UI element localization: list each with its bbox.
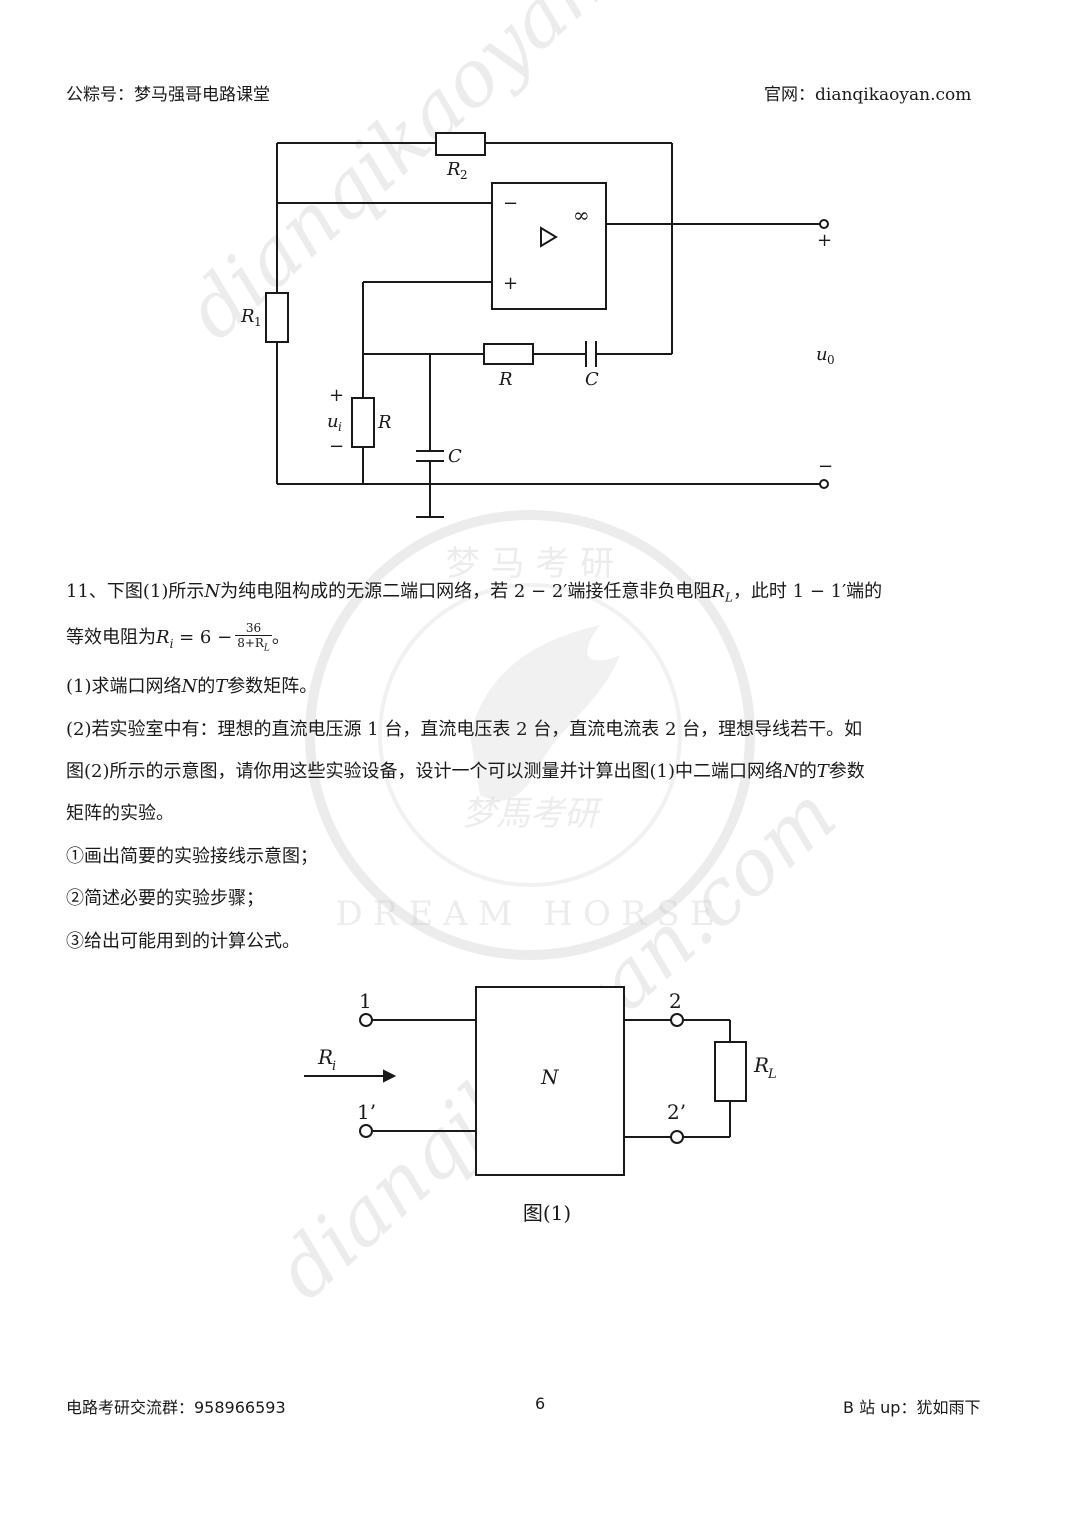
math-N: N	[204, 581, 221, 602]
header-right: 官网：dianqikaoyan.com	[764, 85, 972, 105]
question-2-line-3: 矩阵的实验。	[66, 803, 174, 824]
seal-ring-text: DREAM HORSE	[335, 894, 724, 934]
opamp-infinity: ∞	[573, 203, 590, 227]
fraction-denominator: 8+RL	[235, 636, 272, 655]
math-T: T	[215, 676, 228, 697]
c-ground-label: C	[448, 446, 462, 467]
math-sub: L	[263, 643, 270, 654]
text-segment: 的	[197, 676, 216, 697]
port-1p-label: 1’	[357, 1100, 376, 1124]
step-1: ①画出简要的实验接线示意图；	[66, 846, 318, 867]
network-N-label: N	[540, 1065, 560, 1089]
text-segment: 8+R	[237, 636, 264, 650]
question-2-line-1: (2)若实验室中有：理想的直流电压源 1 台，直流电压表 2 台，直流电流表 2…	[66, 719, 863, 740]
seal-center-text: 梦馬考研	[462, 794, 603, 834]
page-number: 6	[535, 1394, 546, 1413]
uo-minus: −	[818, 456, 833, 477]
text-segment: 的	[798, 761, 817, 782]
opamp-minus: −	[503, 193, 518, 214]
ri-label: R	[317, 1045, 333, 1069]
r1-label: R	[240, 306, 255, 327]
text-segment: (1)求端口网络	[66, 676, 182, 697]
text-segment: 参数	[828, 761, 865, 782]
footer-left: 电路考研交流群：958966593	[66, 1398, 286, 1417]
seal-top-text: 梦 马 考 研	[446, 544, 614, 584]
question-2-line-2: 图(2)所示的示意图，请你用这些实验设备，设计一个可以测量并计算出图(1)中二端…	[66, 759, 865, 785]
math-T: T	[816, 761, 829, 782]
header-left: 公粽号：梦马强哥电路课堂	[66, 85, 270, 105]
text-segment: ，此时 1 − 1′端的	[732, 581, 883, 602]
ui-plus: +	[329, 385, 344, 406]
math-sub: i	[169, 636, 174, 651]
rl-sub: L	[767, 1067, 777, 1082]
r2-sub: 2	[460, 168, 468, 182]
opamp-plus: +	[503, 273, 518, 294]
ri-sub: i	[332, 1059, 336, 1074]
text-segment: 11、下图(1)所示	[66, 581, 205, 602]
step-3: ③给出可能用到的计算公式。	[66, 931, 300, 952]
footer-right: B 站 up：犹如雨下	[843, 1398, 981, 1417]
figure-1-caption: 图(1)	[523, 1201, 571, 1225]
text-segment: 参数矩阵。	[227, 676, 318, 697]
math-N: N	[181, 676, 198, 697]
fraction-numerator: 36	[235, 621, 272, 636]
uo-label: u	[816, 344, 828, 365]
math-R: R	[156, 627, 170, 649]
text-segment: 。	[271, 627, 290, 649]
r1-sub: 1	[254, 315, 262, 329]
text-segment: 等效电阻为	[66, 627, 156, 649]
uo-sub: 0	[827, 353, 835, 367]
port-1-label: 1	[359, 989, 372, 1013]
figure-1-two-port: 1 1’ 2 2’ N R i R L 图(1)	[304, 986, 777, 1225]
c-feedback-label: C	[585, 369, 599, 390]
step-2: ②简述必要的实验步骤；	[66, 888, 264, 909]
text-segment: 图(2)所示的示意图，请你用这些实验设备，设计一个可以测量并计算出图(1)中二端…	[66, 761, 783, 782]
circuit-diagram-opamp: R 2 R 1 − + ∞ R C R C + u i − + u 0 −	[240, 132, 835, 518]
ui-minus: −	[329, 436, 344, 457]
text-segment: = 6 −	[173, 627, 233, 649]
math-sub: L	[724, 590, 733, 605]
r-input-label: R	[377, 412, 392, 433]
math-R: R	[711, 581, 725, 602]
problem-line-1: 11、下图(1)所示N为纯电阻构成的无源二端口网络，若 2 − 2′端接任意非负…	[66, 579, 882, 611]
text-segment: 为纯电阻构成的无源二端口网络，若 2 − 2′端接任意非负电阻	[220, 581, 712, 602]
question-1: (1)求端口网络N的T参数矩阵。	[66, 674, 317, 700]
r-feedback-label: R	[498, 369, 513, 390]
watermark-seal: 梦 马 考 研 梦馬考研 DREAM HORSE	[305, 510, 755, 960]
rl-label: R	[753, 1053, 769, 1077]
port-2-label: 2	[669, 989, 682, 1013]
ui-label: u	[327, 411, 339, 432]
math-N: N	[783, 761, 799, 782]
port-2p-label: 2’	[667, 1100, 686, 1124]
ui-sub: i	[338, 420, 342, 434]
r2-label: R	[446, 159, 461, 180]
uo-plus: +	[817, 230, 832, 251]
